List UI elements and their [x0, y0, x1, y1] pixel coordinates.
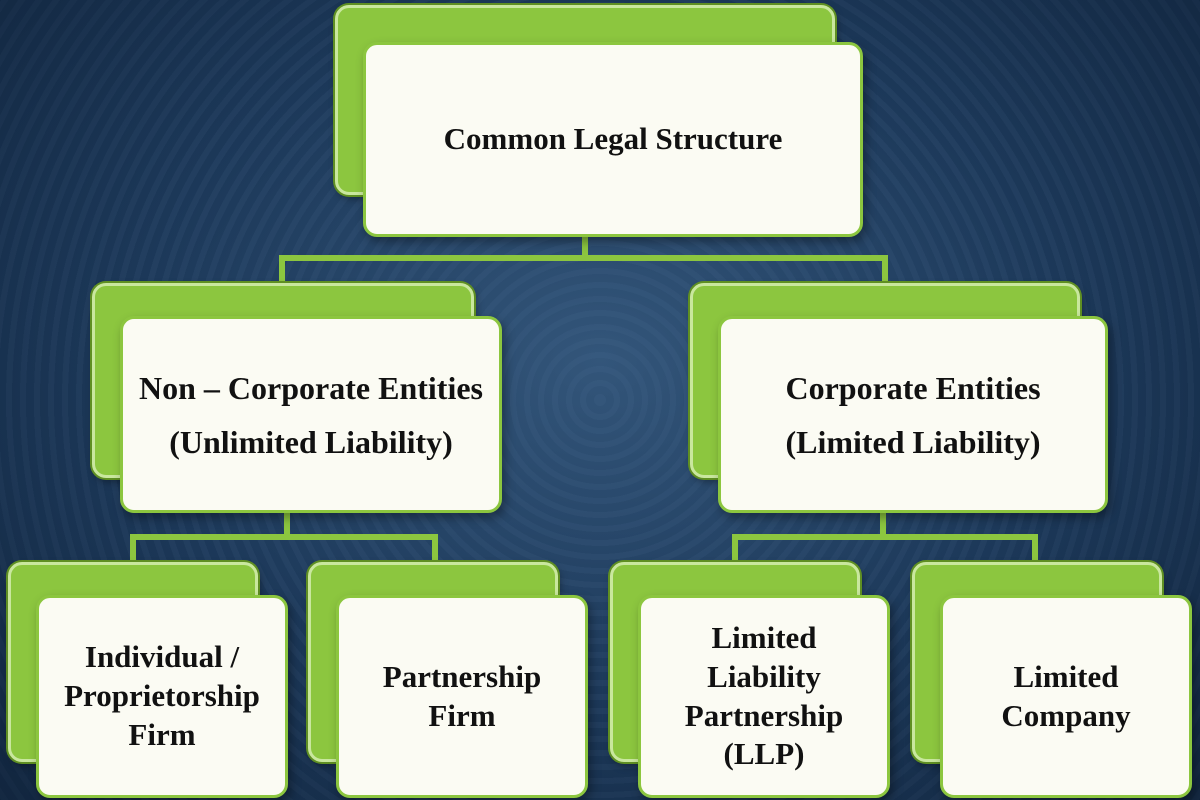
node-label-line: Individual /	[84, 639, 240, 675]
node-label-box: Limited Liability Partnership (LLP)	[638, 595, 890, 798]
node-label-line: Company	[1001, 697, 1131, 733]
node-label-line: Partnership	[684, 697, 844, 733]
node-label-box: Partnership Firm	[336, 595, 588, 798]
node-label-line: Partnership	[382, 658, 542, 694]
node-subtitle: (Unlimited Liability)	[169, 423, 453, 460]
node-label-line: Proprietorship	[64, 678, 260, 714]
node-label-line: Liability	[707, 658, 821, 694]
node-label-box: Common Legal Structure	[363, 42, 863, 237]
node-title: Common Legal Structure	[443, 121, 783, 157]
node-label-line: (LLP)	[723, 736, 805, 772]
node-label-line: Firm	[128, 716, 196, 752]
node-title: Corporate Entities	[785, 369, 1041, 406]
node-label-line: Limited	[1013, 658, 1119, 694]
node-label-box: Corporate Entities (Limited Liability)	[718, 316, 1108, 513]
node-title: Non – Corporate Entities	[139, 369, 483, 406]
node-label-line: Limited	[711, 620, 817, 655]
node-subtitle: (Limited Liability)	[785, 423, 1041, 460]
node-label-box: Limited Company	[940, 595, 1192, 798]
node-label-box: Non – Corporate Entities (Unlimited Liab…	[120, 316, 502, 513]
node-label-line: Firm	[428, 697, 496, 733]
node-label-box: Individual / Proprietorship Firm	[36, 595, 288, 798]
